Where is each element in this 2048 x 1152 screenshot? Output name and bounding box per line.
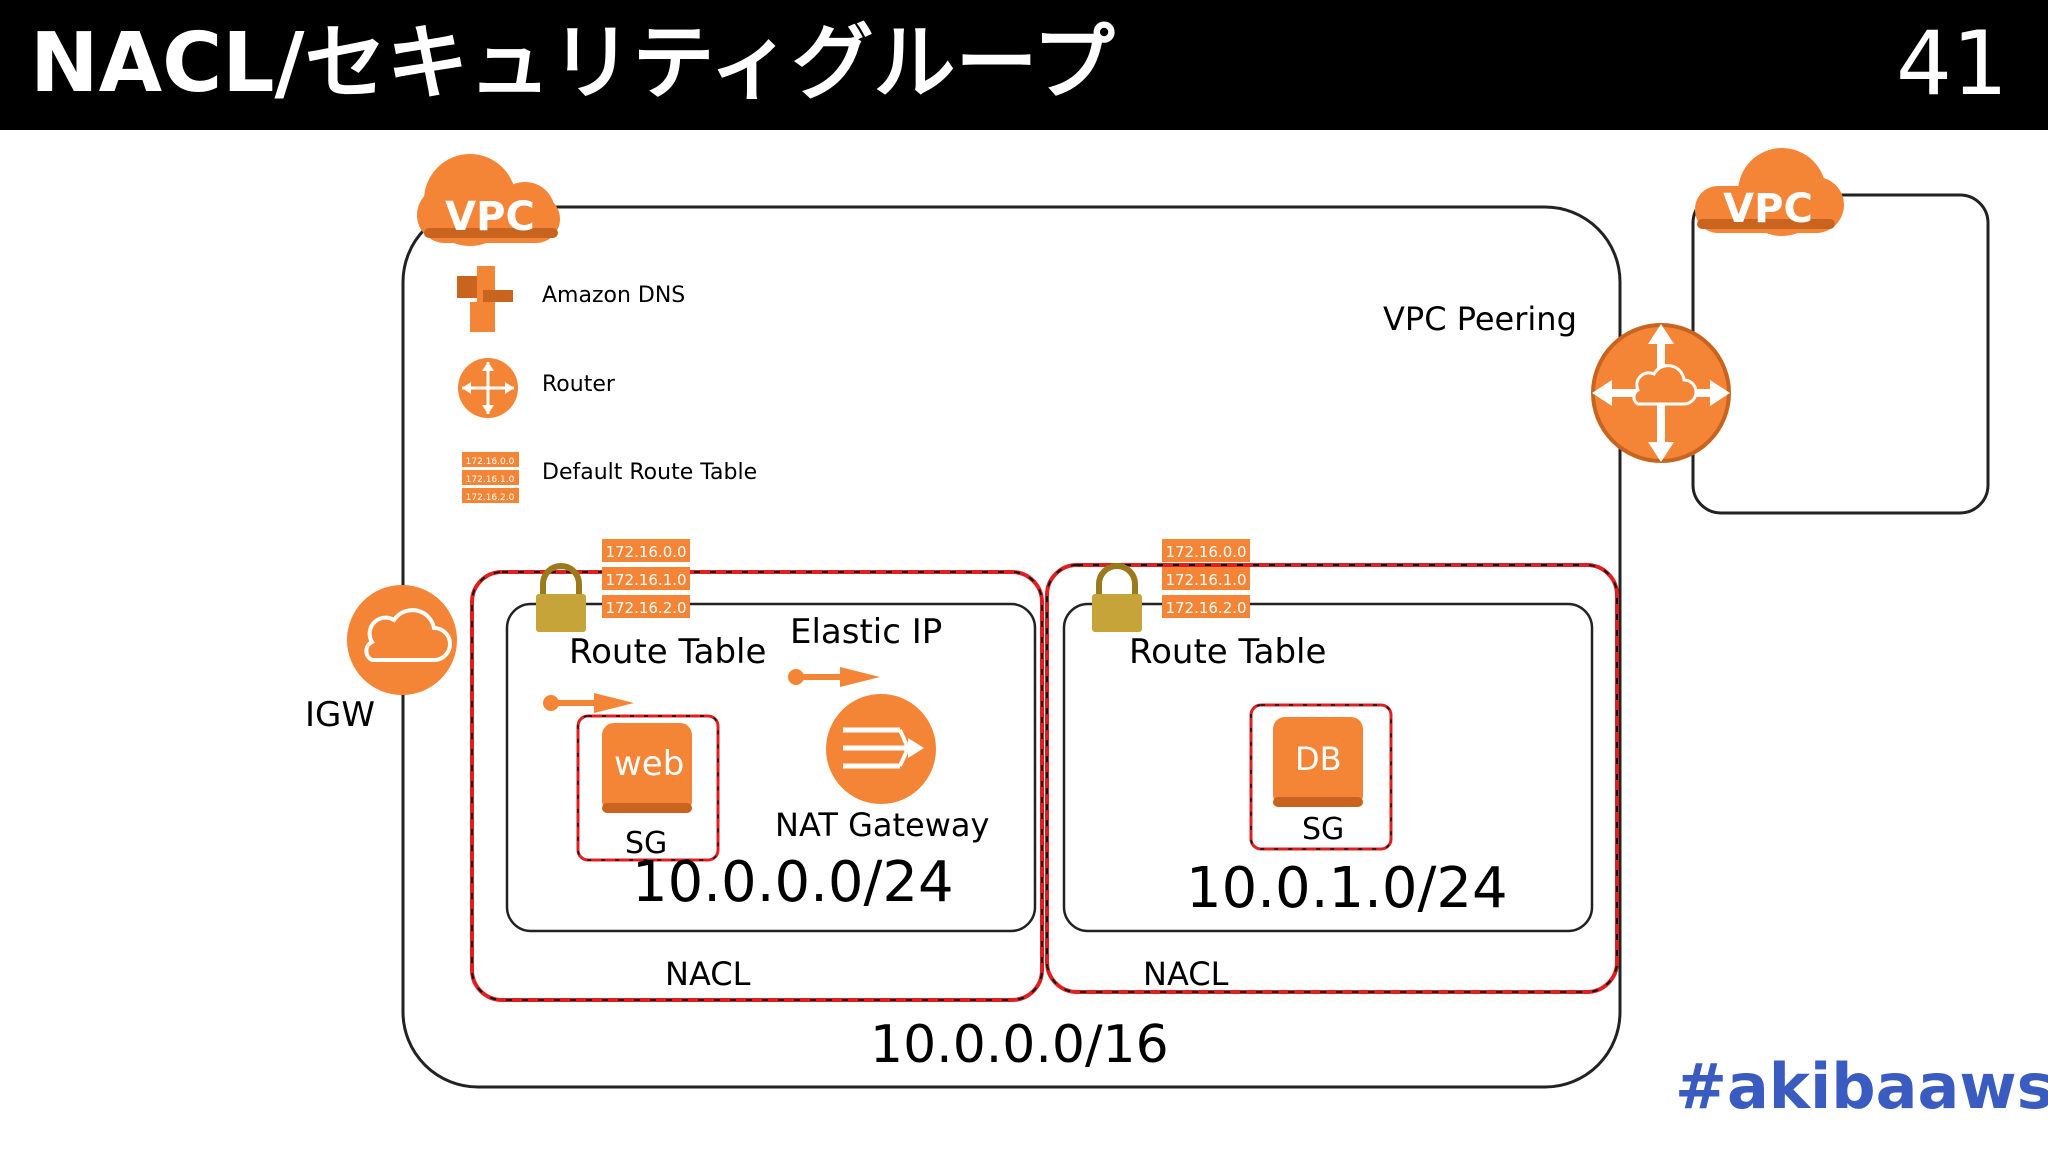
elastic-ip-web-icon [543,693,634,713]
vpc-main-cidr: 10.0.0.0/16 [870,1015,1169,1075]
web-instance-label: web [614,744,685,784]
slide-title: NACL/セキュリティグループ [30,16,1115,111]
subnet-public-cidr: 10.0.0.0/24 [632,850,954,915]
vpc-peer-badge-text: VPC [1723,186,1813,232]
vpc-peering-icon [1591,323,1731,463]
subnet-public-boundary [505,602,1037,933]
legend-default-route-table-label: Default Route Table [542,460,758,485]
igw-label: IGW [305,695,375,735]
hashtag: #akibaaws [1675,1050,2048,1123]
svg-text:172.16.1.0: 172.16.1.0 [605,571,686,589]
vpc-cloud-icon [417,154,560,246]
amazon-dns-icon [457,266,513,332]
subnet-private-cidr: 10.0.1.0/24 [1186,856,1508,921]
igw-icon [347,585,457,695]
route-table-icon-row-2: 172.16.1.0 [466,475,515,485]
route-table-icon-public: 172.16.0.0 172.16.1.0 172.16.2.0 [602,539,690,618]
slide-number: 41 [1896,12,2008,115]
default-route-table-icon: 172.16.0.0 172.16.1.0 172.16.2.0 [462,452,519,503]
elastic-ip-icon [788,667,880,687]
nacl-public-label: NACL [665,955,751,993]
svg-text:172.16.0.0: 172.16.0.0 [1165,543,1246,561]
lock-icon-public [536,563,586,632]
sg-db-label: SG [1302,812,1345,847]
vpc-peer-boundary [1691,193,1990,515]
db-instance-label: DB [1295,740,1342,778]
legend-dns-label: Amazon DNS [542,283,686,308]
nacl-private-label: NACL [1143,955,1229,993]
db-instance-icon [1273,717,1363,807]
nat-gateway-label: NAT Gateway [775,806,990,844]
vpc-peering-label: VPC Peering [1383,300,1577,338]
title-bar [0,0,2048,130]
nat-gateway-icon [826,694,936,804]
vpc-badge-text: VPC [445,194,535,240]
router-icon [458,358,518,418]
route-table-icon-row-1: 172.16.0.0 [466,457,515,467]
lock-icon-private [1092,563,1142,632]
route-table-icon-private: 172.16.0.0 172.16.1.0 172.16.2.0 [1162,539,1250,618]
elastic-ip-label: Elastic IP [790,612,943,652]
vpc-peer-cloud-icon [1695,148,1844,236]
route-table-icon-row-3: 172.16.2.0 [466,493,515,503]
sg-web-label: SG [625,826,668,861]
svg-text:172.16.2.0: 172.16.2.0 [1165,599,1246,617]
svg-text:172.16.1.0: 172.16.1.0 [1165,571,1246,589]
route-table-private-label: Route Table [1129,632,1327,672]
svg-text:172.16.0.0: 172.16.0.0 [605,543,686,561]
svg-text:172.16.2.0: 172.16.2.0 [605,599,686,617]
legend-router-label: Router [542,372,615,397]
web-instance-icon [602,723,692,813]
route-table-public-label: Route Table [569,632,767,672]
